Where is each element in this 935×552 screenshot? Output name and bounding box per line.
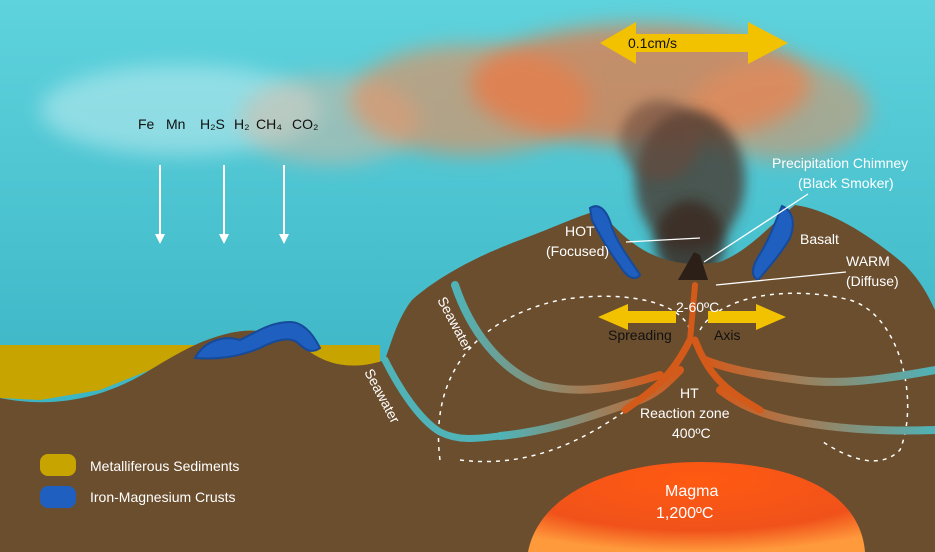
magma-label-2: 1,200ºC — [656, 505, 713, 522]
chemical-co2: CO₂ — [292, 116, 318, 132]
leader-lines — [625, 193, 847, 286]
iron-magnesium-crusts — [193, 204, 794, 360]
chemical-ch4: CH₄ — [256, 116, 282, 132]
chemical-h2: H₂ — [234, 116, 250, 132]
metalliferous-sediments — [0, 330, 380, 400]
chemical-mn: Mn — [166, 116, 185, 132]
chemical-fe: Fe — [138, 116, 155, 132]
hydrothermal-plume — [40, 25, 870, 280]
legend-swatch-sediments — [40, 454, 76, 476]
reaction-zone-label-2: Reaction zone — [640, 405, 730, 421]
hot-label-1: HOT — [565, 223, 595, 239]
circulation-cells — [437, 292, 909, 463]
flow-speed-arrow — [600, 22, 788, 64]
legend-label-sediments: Metalliferous Sediments — [90, 458, 239, 474]
warm-label-2: (Diffuse) — [846, 273, 899, 289]
vent-temperature: 2-60ºC — [676, 299, 719, 315]
magma-chamber — [528, 462, 865, 552]
chimney-label-2: (Black Smoker) — [798, 175, 894, 191]
hot-label-2: (Focused) — [546, 243, 609, 259]
magma-label-1: Magma — [665, 483, 718, 500]
hydrothermal-circulation — [381, 281, 935, 442]
legend-label-crusts: Iron-Magnesium Crusts — [90, 489, 236, 505]
chimney-label-1: Precipitation Chimney — [772, 155, 908, 171]
reaction-zone-label-3: 400ºC — [672, 425, 711, 441]
flow-speed-label: 0.1cm/s — [628, 35, 677, 51]
basalt-label: Basalt — [800, 231, 839, 247]
reaction-zone-label-1: HT — [680, 385, 699, 401]
chemical-labels: Fe Mn H₂S H₂ CH₄ CO₂ — [138, 116, 318, 132]
seafloor-left — [0, 330, 390, 552]
axis-label: Axis — [714, 327, 740, 343]
legend-swatch-crusts — [40, 486, 76, 508]
warm-label-1: WARM — [846, 253, 890, 269]
spreading-label: Spreading — [608, 327, 672, 343]
black-smoker-chimney — [678, 252, 708, 280]
legend: Metalliferous Sediments Iron-Magnesium C… — [40, 454, 239, 508]
chemical-h2s: H₂S — [200, 116, 225, 132]
spreading-arrows — [598, 304, 786, 330]
settling-arrows — [155, 165, 289, 244]
